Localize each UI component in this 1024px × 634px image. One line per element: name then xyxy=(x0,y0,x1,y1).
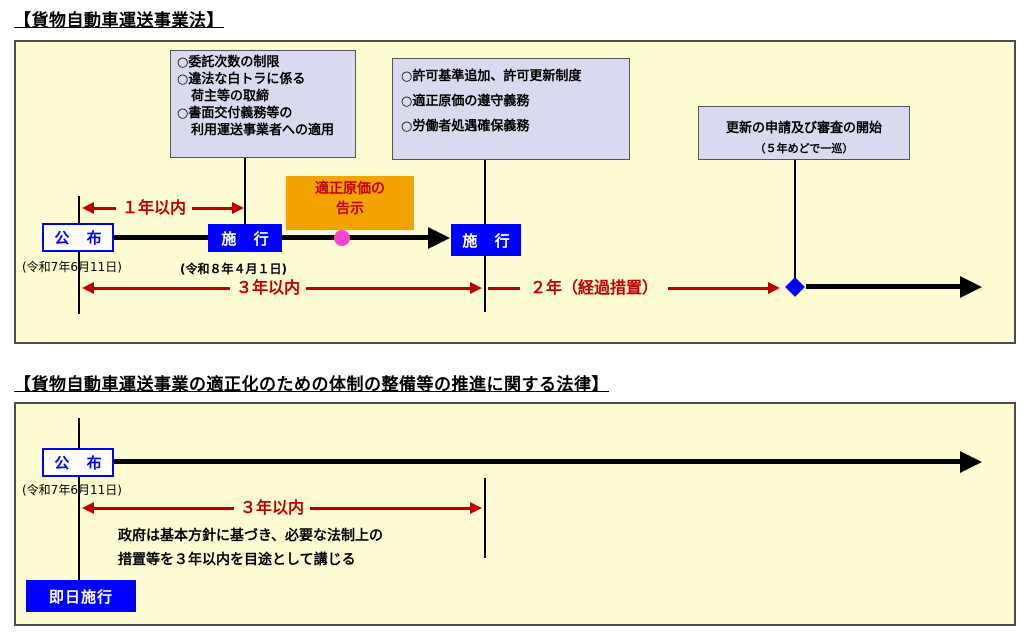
span-3years-label: ３年以内 xyxy=(230,278,307,298)
s2-immediate-box: 即日施行 xyxy=(26,580,136,612)
renewal-line-1: 更新の申請及び審査の開始 xyxy=(725,121,882,136)
enforcement1-date: (令和８年４月１日) xyxy=(180,262,287,276)
info-box-2: ○許可基準追加、許可更新制度 ○適正原価の遵守義務 ○労働者処遇確保義務 xyxy=(392,58,630,160)
info1-line-1: ○委託次数の制限 xyxy=(177,55,280,70)
timeline-arrowhead-2 xyxy=(960,276,982,298)
section2-heading: 【貨物自動車運送事業の適正化のための体制の整備等の推進に関する法律】 xyxy=(14,375,609,395)
info1-line-5: 利用運送事業者への適用 xyxy=(191,123,335,138)
renewal-connector xyxy=(794,160,796,286)
span-3years-head-left xyxy=(82,282,94,294)
promulgation-vline xyxy=(78,196,80,314)
timeline-arrowhead-1 xyxy=(428,227,450,249)
s2-span-label: ３年以内 xyxy=(234,498,311,518)
info1-line-2: ○違法な白トラに係る xyxy=(177,72,306,87)
info2-line-3: ○労働者処遇確保義務 xyxy=(401,119,530,134)
timeline-arrow-2 xyxy=(806,284,962,289)
span-1year-label: １年以内 xyxy=(116,198,193,218)
s2-description-line-2: 措置等を３年以内を目途として講じる xyxy=(118,552,356,568)
notice-line-1: 適正原価の xyxy=(315,181,385,197)
enforcement2-box: 施 行 xyxy=(451,224,521,256)
renewal-box: 更新の申請及び審査の開始 （５年めどで一巡） xyxy=(698,106,910,160)
notice-dot xyxy=(334,230,350,246)
s2-description-line-1: 政府は基本方針に基づき、必要な法制上の xyxy=(118,528,384,544)
info2-line-2: ○適正原価の遵守義務 xyxy=(401,94,530,109)
info2-line-1: ○許可基準追加、許可更新制度 xyxy=(401,69,582,84)
info1-connector xyxy=(244,158,246,232)
renewal-line-2: （５年めどで一巡） xyxy=(754,142,854,155)
s2-promulgation-vline xyxy=(78,418,80,586)
promulgation-date: (令和7年6月11日) xyxy=(22,260,122,274)
promulgation-box: 公 布 xyxy=(42,223,114,252)
s2-span-head-right xyxy=(470,502,482,514)
s2-span-head-left xyxy=(82,502,94,514)
span-2years-label: ２年（経過措置） xyxy=(520,278,669,298)
s2-3years-vline xyxy=(484,478,486,558)
info1-line-3: 荷主等の取締 xyxy=(191,89,270,104)
span-1year-head-right xyxy=(232,202,244,214)
s2-promulgation-date: (令和7年6月11日) xyxy=(22,483,122,497)
span-2years-head-right xyxy=(768,282,780,294)
section1-heading: 【貨物自動車運送事業法】 xyxy=(14,11,224,31)
span-1year-head-left xyxy=(82,202,94,214)
section2-panel xyxy=(14,402,1016,626)
s2-promulgation-box: 公 布 xyxy=(42,448,114,477)
s2-timeline-arrow xyxy=(112,459,962,464)
info1-line-4: ○書面交付義務等の xyxy=(177,106,293,121)
s2-timeline-arrowhead xyxy=(960,451,982,473)
notice-box: 適正原価の 告示 xyxy=(286,176,414,230)
info-box-1: ○委託次数の制限 ○違法な白トラに係る 荷主等の取締 ○書面交付義務等の 利用運… xyxy=(170,50,356,158)
s2-description: 政府は基本方針に基づき、必要な法制上の 措置等を３年以内を目途として講じる xyxy=(118,524,383,572)
enforcement1-box: 施 行 xyxy=(208,224,282,252)
span-3years-head-right xyxy=(470,282,482,294)
notice-line-2: 告示 xyxy=(336,201,364,217)
